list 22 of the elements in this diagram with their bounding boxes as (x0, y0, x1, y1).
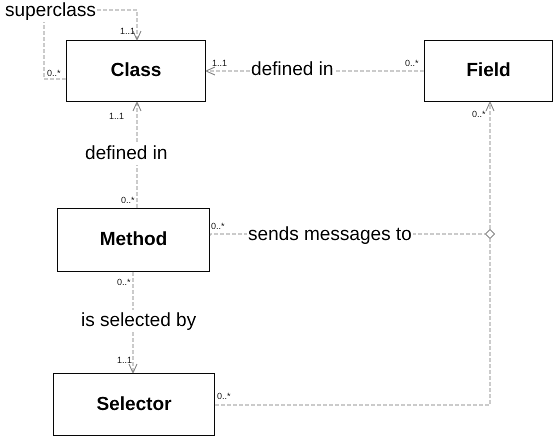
multiplicity-label: 0..* (117, 278, 131, 287)
multiplicity-label: 0..* (211, 222, 225, 231)
multiplicity-label: 0..* (405, 59, 419, 68)
multiplicity-label: 1..1 (212, 59, 228, 68)
edge-label: sends messages to (247, 224, 413, 246)
edge-label: is selected by (80, 310, 198, 332)
class-box: Selector (53, 373, 215, 436)
multiplicity-label: 0..* (217, 392, 231, 401)
multiplicity-label: 1..1 (117, 356, 132, 365)
edge-label: defined in (84, 143, 168, 165)
edge-label: superclass (4, 0, 97, 22)
multiplicity-label: 0..* (47, 69, 61, 78)
class-box: Field (424, 40, 553, 102)
class-box: Class (66, 40, 206, 102)
multiplicity-label: 1..1 (120, 27, 136, 36)
association-line (214, 238, 490, 406)
multiplicity-label: 0..* (121, 196, 135, 205)
class-box: Method (57, 208, 210, 272)
diamond-symbol (485, 229, 495, 239)
association-arrow (486, 102, 494, 230)
multiplicity-label: 0..* (472, 110, 486, 119)
multiplicity-label: 1..1 (109, 112, 124, 121)
